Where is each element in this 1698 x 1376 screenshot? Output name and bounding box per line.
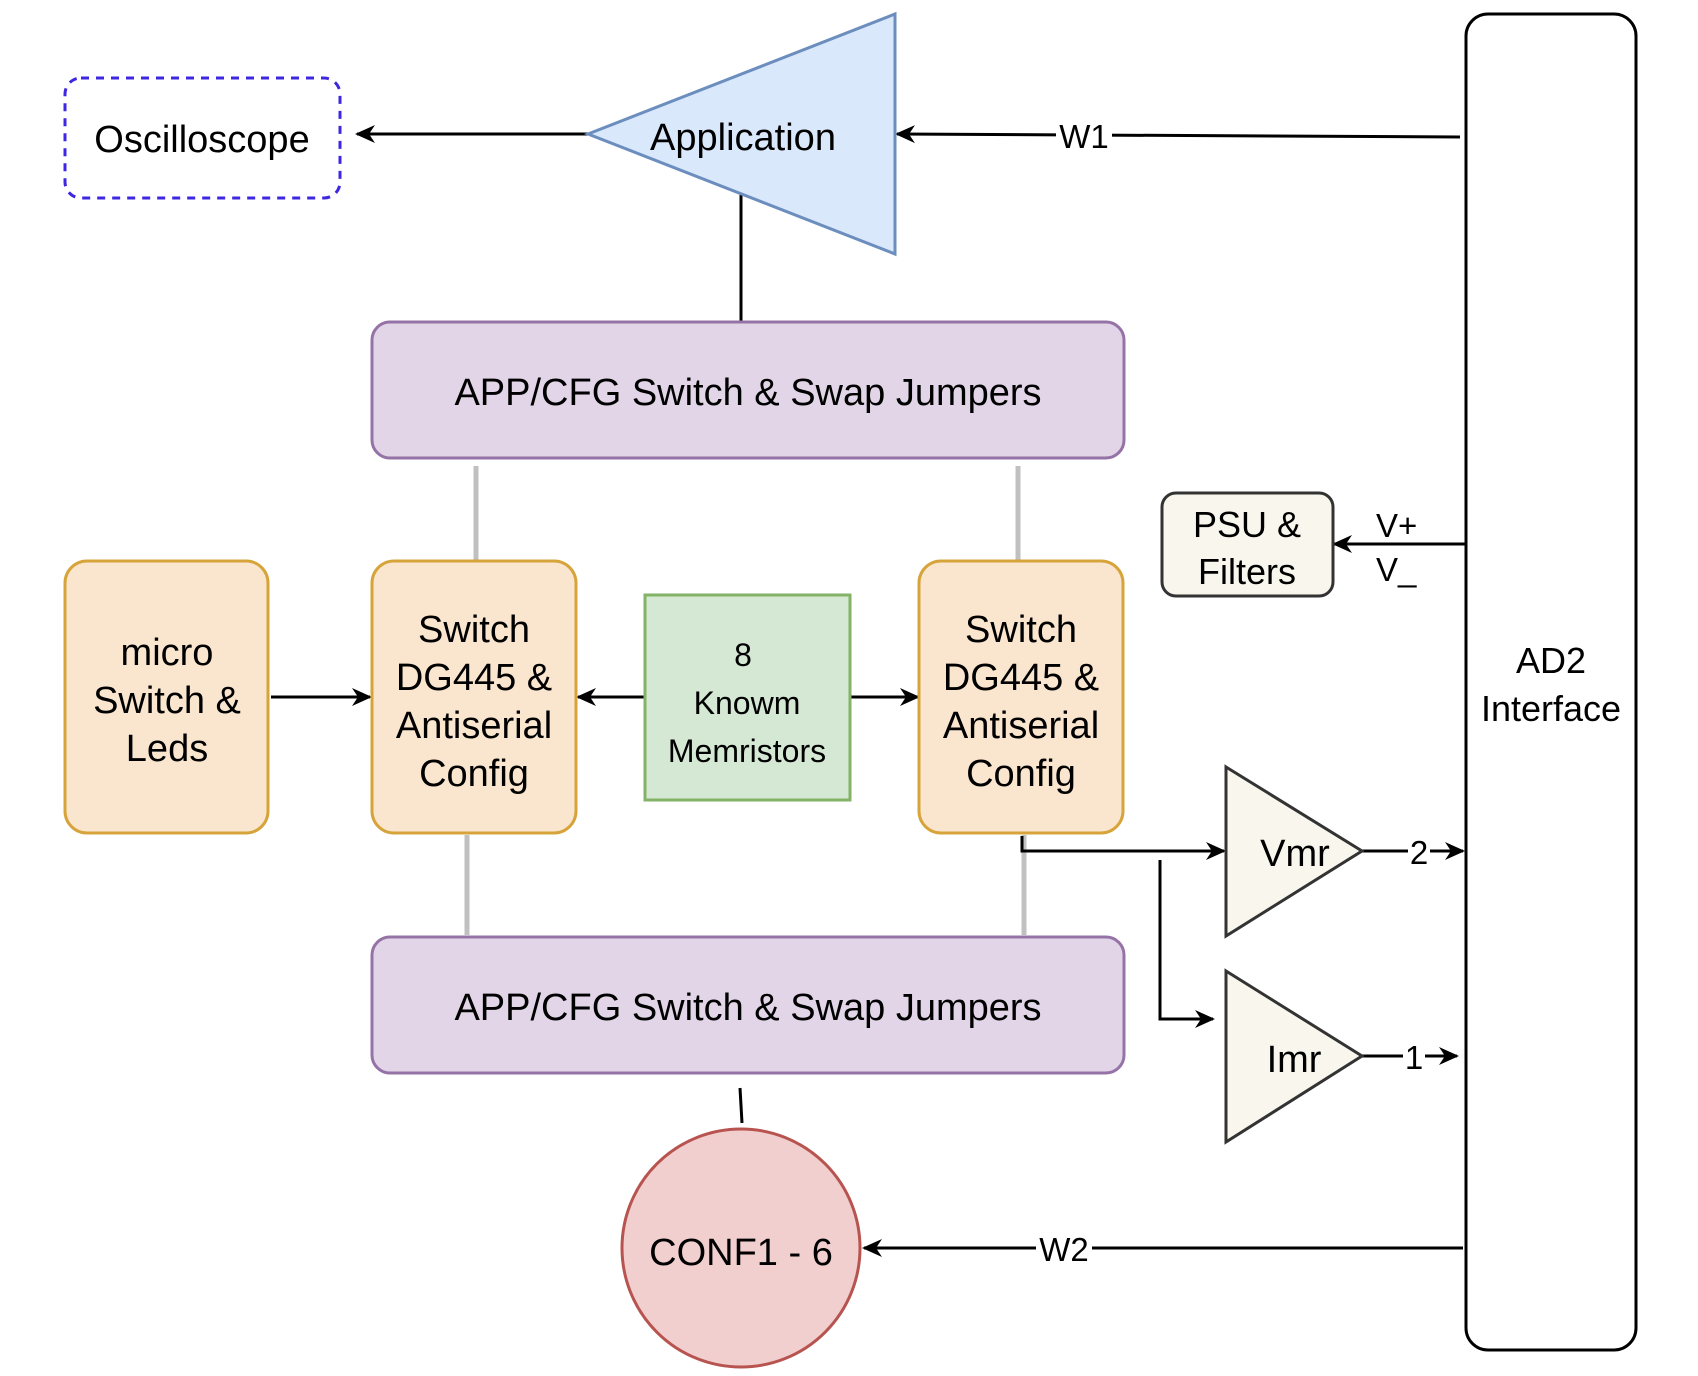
edge-jumpers-to-conf	[738, 1087, 744, 1124]
node-conf: CONF1 - 6	[620, 1127, 862, 1369]
memristors-line2: Knowm	[694, 685, 801, 721]
node-oscilloscope: Oscilloscope	[63, 76, 342, 200]
micro-label-line3: Leds	[126, 728, 208, 770]
edge-label-ch2: 2	[1410, 834, 1428, 871]
bottom-jumpers-label: APP/CFG Switch & Swap Jumpers	[454, 987, 1041, 1029]
node-switch-right: Switch DG445 & Antiserial Config	[917, 559, 1125, 835]
edge-labels: W1 W2 V+ V_ 2 1	[1036, 118, 1430, 1268]
edge-w1	[895, 125, 1461, 144]
node-vmr-amplifier: Vmr	[1224, 764, 1365, 939]
switch-right-line3: Antiserial	[943, 705, 1099, 747]
switch-right-line1: Switch	[965, 609, 1077, 651]
node-memristors: 8 Knowm Memristors	[643, 593, 852, 802]
micro-label-line2: Switch &	[93, 680, 241, 722]
node-micro-switch-leds: micro Switch & Leds	[63, 559, 270, 835]
switch-left-line2: DG445 &	[396, 657, 552, 699]
psu-label-line1: PSU &	[1193, 504, 1301, 545]
node-top-jumpers: APP/CFG Switch & Swap Jumpers	[370, 320, 1126, 460]
memristors-line1: 8	[734, 637, 752, 673]
top-jumpers-label: APP/CFG Switch & Swap Jumpers	[454, 372, 1041, 414]
node-imr-amplifier: Imr	[1224, 968, 1365, 1145]
node-psu-filters: PSU & Filters	[1160, 491, 1335, 598]
edge-switch-to-vmr	[1020, 836, 1226, 860]
memristors-line3: Memristors	[668, 733, 826, 769]
edge-label-w2: W2	[1039, 1231, 1089, 1268]
switch-right-line4: Config	[966, 753, 1076, 795]
node-switch-left: Switch DG445 & Antiserial Config	[370, 559, 578, 835]
edge-label-w1: W1	[1059, 118, 1109, 155]
vmr-label: Vmr	[1260, 833, 1330, 875]
micro-label-line1: micro	[121, 632, 214, 674]
switch-left-line1: Switch	[418, 609, 530, 651]
node-application: Application	[583, 11, 897, 257]
oscilloscope-label: Oscilloscope	[94, 119, 309, 161]
psu-label-line2: Filters	[1198, 551, 1296, 592]
imr-label: Imr	[1267, 1039, 1322, 1081]
edge-branch-to-imr	[1158, 860, 1215, 1028]
conf-label: CONF1 - 6	[649, 1232, 833, 1274]
edge-label-vminus: V_	[1376, 551, 1417, 588]
switch-left-line3: Antiserial	[396, 705, 552, 747]
node-ad2-interface: AD2 Interface	[1464, 12, 1638, 1352]
edge-label-ch1: 1	[1405, 1039, 1423, 1076]
switch-right-line2: DG445 &	[943, 657, 1099, 699]
ad2-label-line1: AD2	[1516, 640, 1586, 681]
ad2-label-line2: Interface	[1481, 688, 1621, 729]
application-label: Application	[650, 117, 836, 159]
node-bottom-jumpers: APP/CFG Switch & Swap Jumpers	[370, 935, 1126, 1075]
edge-label-vplus: V+	[1376, 507, 1417, 544]
switch-left-line4: Config	[419, 753, 529, 795]
